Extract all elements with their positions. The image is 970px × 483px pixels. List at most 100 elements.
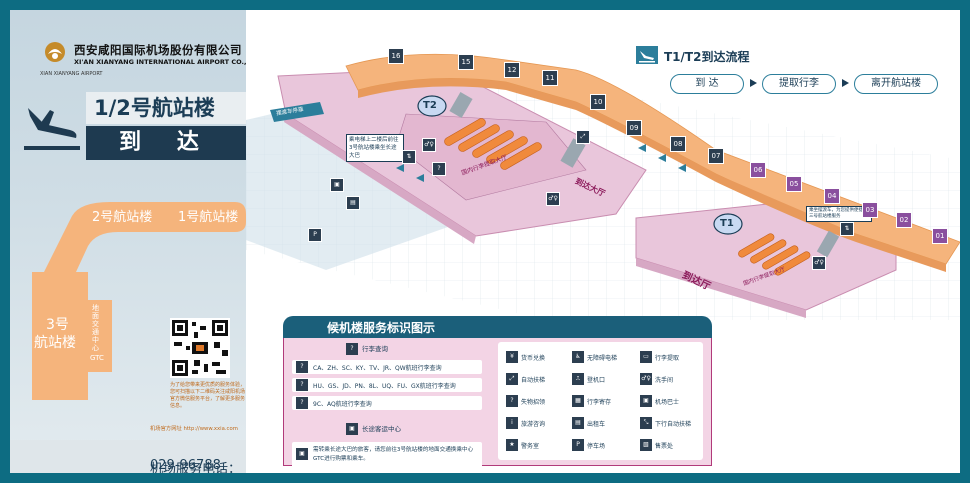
- service-escalator: ⤢自动扶梯: [506, 372, 570, 386]
- left-panel: 西安咸阳国际机场股份有限公司 XI'AN XIANYANG INTERNATIO…: [10, 10, 246, 473]
- terminal-name: 1/2号航站楼: [86, 92, 246, 124]
- service-baggage-claim: ▭行李提取: [640, 350, 704, 364]
- gate-12: 12: [504, 62, 520, 78]
- airline-row: ? CA、ZH、SC、KY、TV、JR、QW航班行李查询: [292, 360, 482, 374]
- wechat-qr-code: [170, 318, 230, 378]
- elevator-icon: ⇅: [402, 150, 416, 164]
- phone-number: 029-96788: [150, 458, 221, 473]
- parking-icon: P: [308, 228, 322, 242]
- bus-icon: ▣: [640, 395, 652, 407]
- gate-05: 05: [786, 176, 802, 192]
- down-escalator-icon: ⤡: [640, 417, 652, 429]
- gate-10: 10: [590, 94, 606, 110]
- gate-04: 04: [824, 188, 840, 204]
- arrival-plane-icon: [24, 108, 80, 150]
- service-phone: 机场服务电话：029-96788: [10, 440, 246, 473]
- company-logo: 西安咸阳国际机场股份有限公司 XI'AN XIANYANG INTERNATIO…: [40, 40, 246, 80]
- baggage-query-icon: ?: [296, 397, 308, 409]
- restroom-icon-3: ♂♀: [812, 256, 826, 270]
- t3-name-label: 航站楼: [34, 335, 76, 351]
- elevator-icon-2: ⇅: [840, 222, 854, 236]
- baggage-claim-icon: ▭: [640, 351, 652, 363]
- gate-09: 09: [626, 120, 642, 136]
- arrival-flow: T1/T2到达流程 到 达 提取行李 离开航站楼: [636, 46, 956, 106]
- baggage-storage-icon: ▦: [572, 395, 584, 407]
- bus-icon: ▣: [330, 178, 344, 192]
- t1-shuttle-note: 乘坐摆渡车，为您提供便捷至三号航站楼服务: [806, 206, 872, 222]
- legend-baggage-section: ? 行李查询 ? CA、ZH、SC、KY、TV、JR、QW航班行李查询 ? HU…: [290, 342, 486, 468]
- currency-icon: ¥: [506, 351, 518, 363]
- gate-08: 08: [670, 136, 686, 152]
- baggage-query-icon: ?: [296, 379, 308, 391]
- official-website-link[interactable]: 机场官方网址 http://www.xxia.com: [150, 426, 238, 432]
- lost-found-icon: ?: [506, 395, 518, 407]
- gate-07: 07: [708, 148, 724, 164]
- terminal-route-diagram: [32, 202, 246, 400]
- t1-route-label: 1号航站楼: [178, 210, 239, 225]
- service-lost-found: ?失物招领: [506, 394, 570, 408]
- baggage-query-icon: ?: [296, 361, 308, 373]
- service-down-escalator: ⤡下行自动扶梯: [640, 416, 704, 430]
- airport-logo-icon: [45, 42, 65, 62]
- gate-01: 01: [932, 228, 948, 244]
- flow-arrow-icon: [842, 79, 849, 87]
- t2-transfer-note: 乘电梯上二楼后前往3号航站楼乘坐长途大巴: [346, 134, 404, 162]
- legend-title: 候机楼服务标识图示: [327, 321, 436, 335]
- gate-06: 06: [750, 162, 766, 178]
- phone-label: 机场服务电话：: [150, 462, 242, 473]
- info-icon: i: [506, 417, 518, 429]
- company-name-sub: XIAN XIANYANG AIRPORT: [40, 71, 103, 77]
- airline-row: ? HU、GS、JD、PN、8L、UQ、FU、GX航班行李查询: [292, 378, 482, 392]
- gate-icon: ⎍: [572, 373, 584, 385]
- parking-icon: P: [572, 439, 584, 451]
- qr-note: 为了给您带来更优质的服务体验，您可扫描以下二维码关注咸阳机场官方微信服务平台，了…: [170, 382, 246, 409]
- company-name-en: XI'AN XIANYANG INTERNATIONAL AIRPORT CO.…: [74, 58, 246, 66]
- t2-route-label: 2号航站楼: [92, 210, 153, 225]
- restroom-icon-2: ♂♀: [546, 192, 560, 206]
- terminal-map: T2 T1 国内行李提取大厅 国内行李提取大厅 到达厅 到达大厅 摆渡车停靠 乘…: [246, 10, 961, 320]
- gate-16: 16: [388, 48, 404, 64]
- coach-icon: ▣: [296, 448, 308, 460]
- service-restroom: ♂♀洗手间: [640, 373, 674, 385]
- baggage-query-header: ? 行李查询: [290, 342, 486, 356]
- gate-11: 11: [542, 70, 558, 86]
- gate-15: 15: [458, 54, 474, 70]
- legend-services-grid: ¥货币兑换 ♿无障碍电梯 ▭行李提取 ⤢自动扶梯 ⎍登机口 ♂♀洗手间 ?失物招…: [498, 342, 703, 460]
- escalator-icon: ⤢: [576, 130, 590, 144]
- taxi-icon: ▤: [572, 417, 584, 429]
- arrival-label: 到 达: [86, 126, 246, 160]
- flow-step-baggage: 提取行李: [762, 74, 836, 94]
- coach-note-row: ▣ 需转乘长途大巴的旅客，请您前往3号航站楼的地面交通换乘中心GTC进行购票和乘…: [292, 442, 482, 468]
- service-baggage-storage: ▦行李寄存: [572, 394, 636, 408]
- gtc-code-label: GTC: [90, 354, 104, 362]
- coach-center-header: ▣ 长途客运中心: [290, 422, 486, 436]
- accessible-elevator-icon: ♿: [572, 351, 584, 363]
- taxi-icon: ▤: [346, 196, 360, 210]
- baggage-query-icon: ?: [346, 343, 358, 355]
- service-currency-exchange: ¥货币兑换: [506, 350, 570, 364]
- escalator-icon: ⤢: [506, 373, 518, 385]
- company-name-cn: 西安咸阳国际机场股份有限公司: [74, 43, 242, 57]
- coach-icon: ▣: [346, 423, 358, 435]
- service-taxi: ▤出租车: [572, 416, 636, 430]
- ticket-icon: ▧: [640, 439, 652, 451]
- restroom-icon: ♂♀: [640, 373, 652, 385]
- legend-body: ? 行李查询 ? CA、ZH、SC、KY、TV、JR、QW航班行李查询 ? HU…: [283, 338, 712, 468]
- baggage-query-icon: ?: [432, 162, 446, 176]
- service-legend: 候机楼服务标识图示 ? 行李查询 ? CA、ZH、SC、KY、TV、JR、QW航…: [283, 316, 712, 468]
- police-icon: ★: [506, 439, 518, 451]
- flow-plane-icon: [636, 46, 658, 64]
- gtc-label: 地面交通中心: [92, 304, 99, 352]
- service-ticket-office: ▧售票处: [640, 438, 704, 452]
- service-gate: ⎍登机口: [572, 372, 636, 386]
- t1-marker: T1: [720, 218, 734, 229]
- restroom-icon: ♂♀: [422, 138, 436, 152]
- gate-02: 02: [896, 212, 912, 228]
- flow-arrow-icon: [750, 79, 757, 87]
- legend-header: 候机楼服务标识图示: [283, 316, 712, 338]
- floor-plan: [246, 53, 961, 320]
- gate-03: 03: [862, 202, 878, 218]
- flow-title: T1/T2到达流程: [664, 50, 750, 64]
